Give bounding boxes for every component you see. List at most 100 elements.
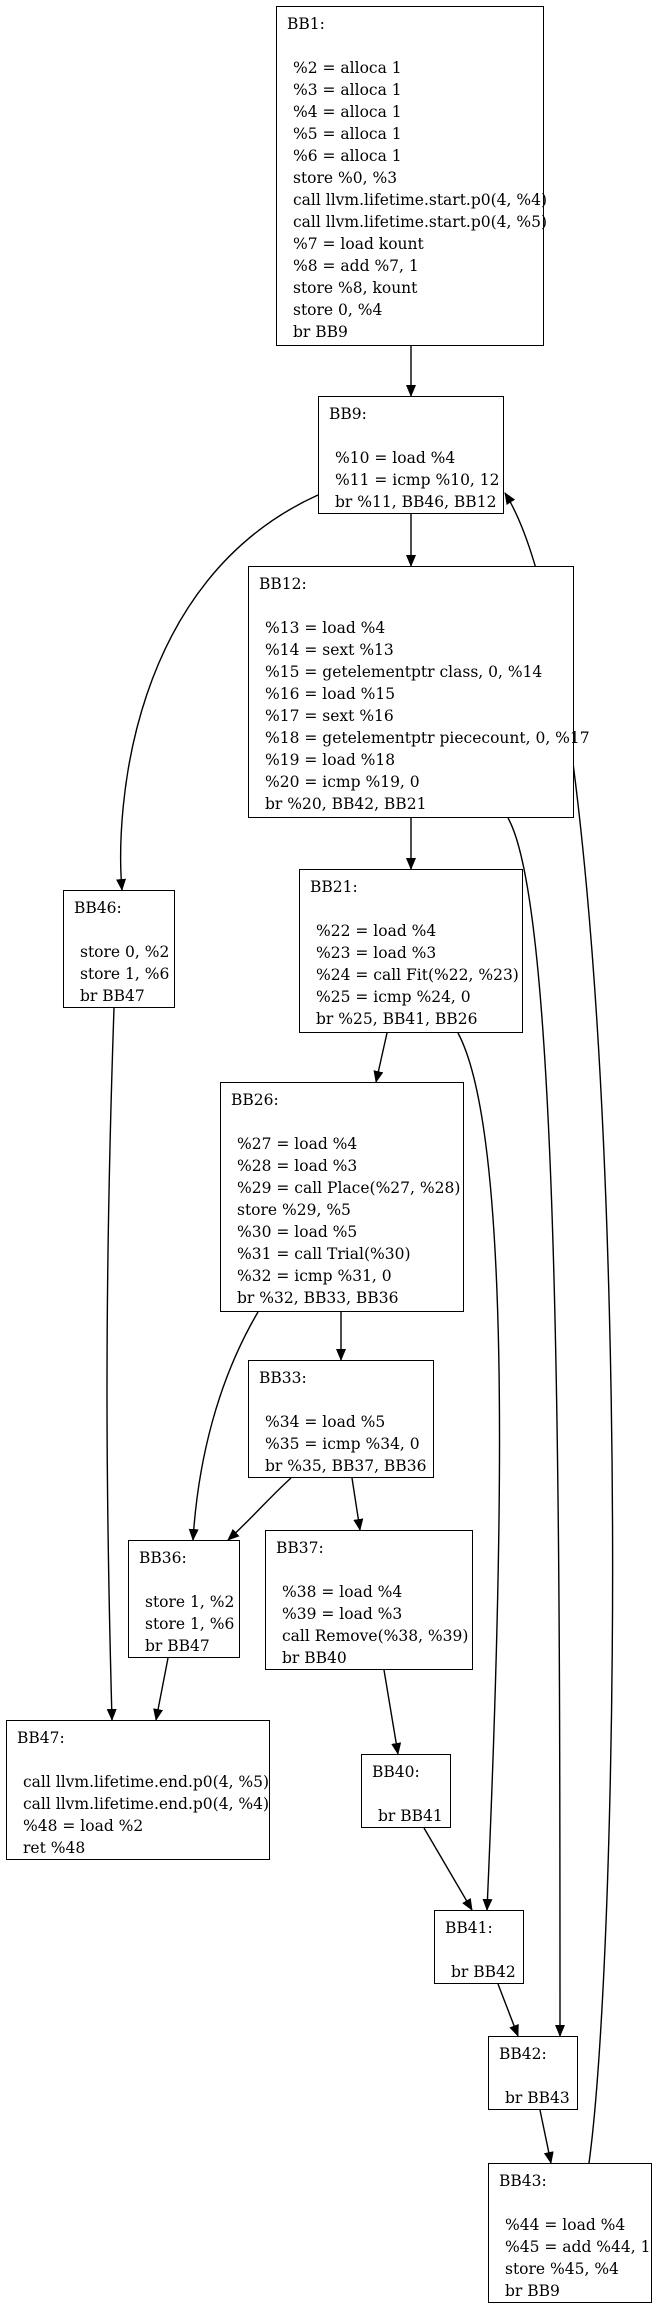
instruction-line: %45 = add %44, 1	[505, 2238, 651, 2256]
instruction-line: store 0, %2	[80, 943, 170, 961]
instruction-line: br %20, BB42, BB21	[265, 795, 427, 813]
edge-bb33-to-bb37	[351, 1477, 364, 1531]
edge-bb9-to-bb46	[116, 494, 319, 891]
instruction-line: %35 = icmp %34, 0	[265, 1435, 420, 1453]
instruction-line: call llvm.lifetime.start.p0(4, %4)	[293, 191, 548, 209]
block-title: BB42:	[499, 2045, 547, 2063]
instruction-line: %15 = getelementptr class, 0, %14	[265, 663, 543, 681]
block-bb36: BB36: store 1, %2 store 1, %6 br BB47	[128, 1540, 240, 1658]
edge-bb33-to-bb36	[227, 1477, 292, 1541]
instruction-line: br BB47	[145, 1637, 210, 1655]
block-title: BB33:	[259, 1369, 307, 1387]
block-bb12: BB12: %13 = load %4 %14 = sext %13 %15 = ge…	[248, 566, 590, 818]
block-bb42: BB42: br BB43	[488, 2036, 578, 2110]
instruction-line: %28 = load %3	[237, 1157, 358, 1175]
instruction-line: store 1, %6	[145, 1615, 235, 1633]
block-bb1: BB1:%2 = alloca 1%3 = alloca 1%4 = alloc…	[276, 6, 548, 346]
instruction-line: br BB40	[282, 1649, 347, 1667]
instruction-line: %34 = load %5	[265, 1413, 386, 1431]
edge-bb37-to-bb40	[383, 1669, 402, 1755]
block-bb37: BB37: %38 = load %4 %39 = load %3 call Remo…	[265, 1530, 473, 1670]
instruction-line: store %29, %5	[237, 1201, 351, 1219]
instruction-line: %8 = add %7, 1	[293, 257, 419, 275]
instruction-line: %48 = load %2	[23, 1817, 144, 1835]
block-bb21: BB21: %22 = load %4 %23 = load %3 %24 = cal…	[299, 869, 523, 1033]
instruction-line: store 0, %4	[293, 301, 383, 319]
block-bb41: BB41: br BB42	[434, 1910, 524, 1984]
block-bb33: BB33: %34 = load %5 %35 = icmp %34, 0 br %3…	[248, 1360, 434, 1478]
instruction-line: store %45, %4	[505, 2260, 619, 2278]
instruction-line: %14 = sext %13	[265, 641, 394, 659]
instruction-line: br BB47	[80, 987, 145, 1005]
block-bb26: BB26: %27 = load %4 %28 = load %3 %29 = cal…	[220, 1082, 464, 1312]
instruction-line: %22 = load %4	[316, 922, 437, 940]
block-title: BB26:	[231, 1091, 279, 1109]
instruction-line: store %0, %3	[293, 169, 398, 187]
instruction-line: br BB9	[293, 323, 348, 341]
instruction-line: call llvm.lifetime.start.p0(4, %5)	[293, 213, 548, 231]
instruction-line: br BB9	[505, 2282, 560, 2300]
edge-bb21-to-bb41	[457, 1032, 501, 1911]
instruction-line: store 1, %6	[80, 965, 170, 983]
instruction-line: br %25, BB41, BB26	[316, 1010, 478, 1028]
edge-bb12-to-bb42	[507, 817, 565, 2037]
block-title: BB37:	[276, 1539, 324, 1557]
instruction-line: %23 = load %3	[316, 944, 437, 962]
block-title: BB40:	[372, 1763, 420, 1781]
instruction-line: %11 = icmp %10, 12	[335, 471, 500, 489]
edge-bb42-to-bb43	[539, 2109, 554, 2164]
instruction-line: %4 = alloca 1	[293, 103, 402, 121]
block-title: BB21:	[310, 878, 358, 896]
block-title: BB12:	[259, 575, 307, 593]
edge-bb26-to-bb36	[188, 1311, 259, 1541]
instruction-line: %27 = load %4	[237, 1135, 358, 1153]
instruction-line: br %32, BB33, BB36	[237, 1289, 399, 1307]
edge-bb36-to-bb47	[153, 1657, 169, 1721]
instruction-line: store 1, %2	[145, 1593, 235, 1611]
instruction-line: %44 = load %4	[505, 2216, 626, 2234]
instruction-line: %24 = call Fit(%22, %23)	[316, 966, 519, 984]
instruction-line: %2 = alloca 1	[293, 59, 402, 77]
instruction-line: %5 = alloca 1	[293, 125, 402, 143]
instruction-line: %25 = icmp %24, 0	[316, 988, 471, 1006]
instruction-line: br BB41	[378, 1807, 443, 1825]
block-title: BB36:	[139, 1549, 187, 1567]
block-title: BB9:	[329, 405, 367, 423]
block-title: BB41:	[445, 1919, 493, 1937]
instruction-line: %18 = getelementptr piececount, 0, %17	[265, 729, 590, 747]
instruction-line: br %11, BB46, BB12	[335, 493, 497, 511]
instruction-line: %32 = icmp %31, 0	[237, 1267, 392, 1285]
block-bb43: BB43: %44 = load %4 %45 = add %44, 1 store …	[488, 2163, 652, 2303]
block-bb46: BB46: store 0, %2 store 1, %6 br BB47	[63, 890, 175, 1008]
instruction-line: %13 = load %4	[265, 619, 386, 637]
instruction-line: %29 = call Place(%27, %28)	[237, 1179, 461, 1197]
instruction-line: br BB43	[505, 2089, 570, 2107]
instruction-line: %16 = load %15	[265, 685, 396, 703]
instruction-line: %39 = load %3	[282, 1605, 403, 1623]
instruction-line: call llvm.lifetime.end.p0(4, %5)	[23, 1773, 270, 1791]
instruction-line: call Remove(%38, %39)	[282, 1627, 469, 1645]
block-title: BB1:	[287, 15, 325, 33]
block-bb9: BB9: %10 = load %4 %11 = icmp %10, 12 br %1…	[318, 396, 504, 514]
instruction-line: %7 = load kount	[293, 235, 424, 253]
instruction-line: store %8, kount	[293, 279, 418, 297]
instruction-line: %6 = alloca 1	[293, 147, 402, 165]
instruction-line: %38 = load %4	[282, 1583, 403, 1601]
instruction-line: br BB42	[451, 1963, 516, 1981]
block-title: BB43:	[499, 2172, 547, 2190]
instruction-line: %17 = sext %16	[265, 707, 394, 725]
instruction-line: ret %48	[23, 1839, 86, 1857]
block-title: BB47:	[17, 1729, 65, 1747]
edge-bb46-to-bb47	[106, 1007, 117, 1721]
instruction-line: call llvm.lifetime.end.p0(4, %4)	[23, 1795, 270, 1813]
instruction-line: %19 = load %18	[265, 751, 396, 769]
edge-bb40-to-bb41	[423, 1827, 473, 1911]
edge-bb21-to-bb26	[373, 1032, 388, 1083]
instruction-line: %10 = load %4	[335, 449, 456, 467]
block-bb47: BB47: call llvm.lifetime.end.p0(4, %5) cal…	[6, 1720, 270, 1860]
block-title: BB46:	[74, 899, 122, 917]
instruction-line: br %35, BB37, BB36	[265, 1457, 427, 1475]
instruction-line: %30 = load %5	[237, 1223, 358, 1241]
